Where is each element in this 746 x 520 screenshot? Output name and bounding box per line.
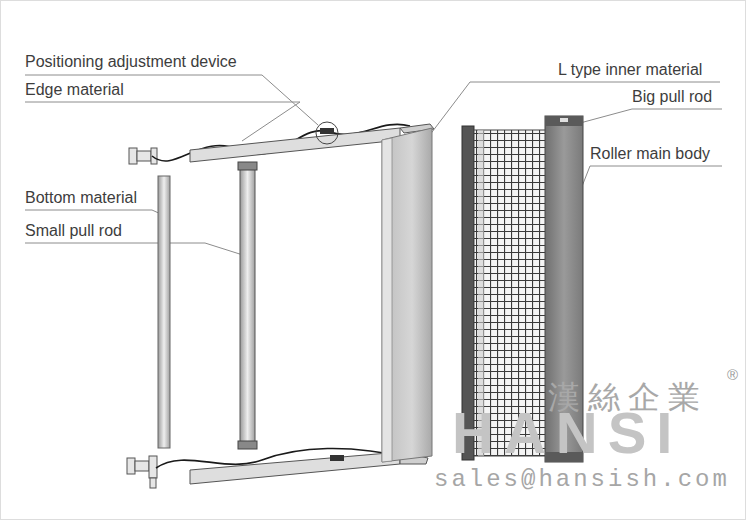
- watermark-email: sales@hansish.com: [434, 466, 730, 495]
- part-label: Positioning adjustment device: [25, 52, 237, 71]
- trademark-mark: ®: [727, 366, 738, 384]
- part-label: Big pull rod: [632, 87, 712, 106]
- part-label: Small pull rod: [25, 221, 122, 240]
- part-label: Edge material: [25, 80, 124, 99]
- part-label: L type inner material: [558, 60, 702, 79]
- part-label: Roller main body: [590, 144, 710, 163]
- watermark-logo: HANSI: [452, 398, 682, 468]
- part-label: Bottom material: [25, 188, 137, 207]
